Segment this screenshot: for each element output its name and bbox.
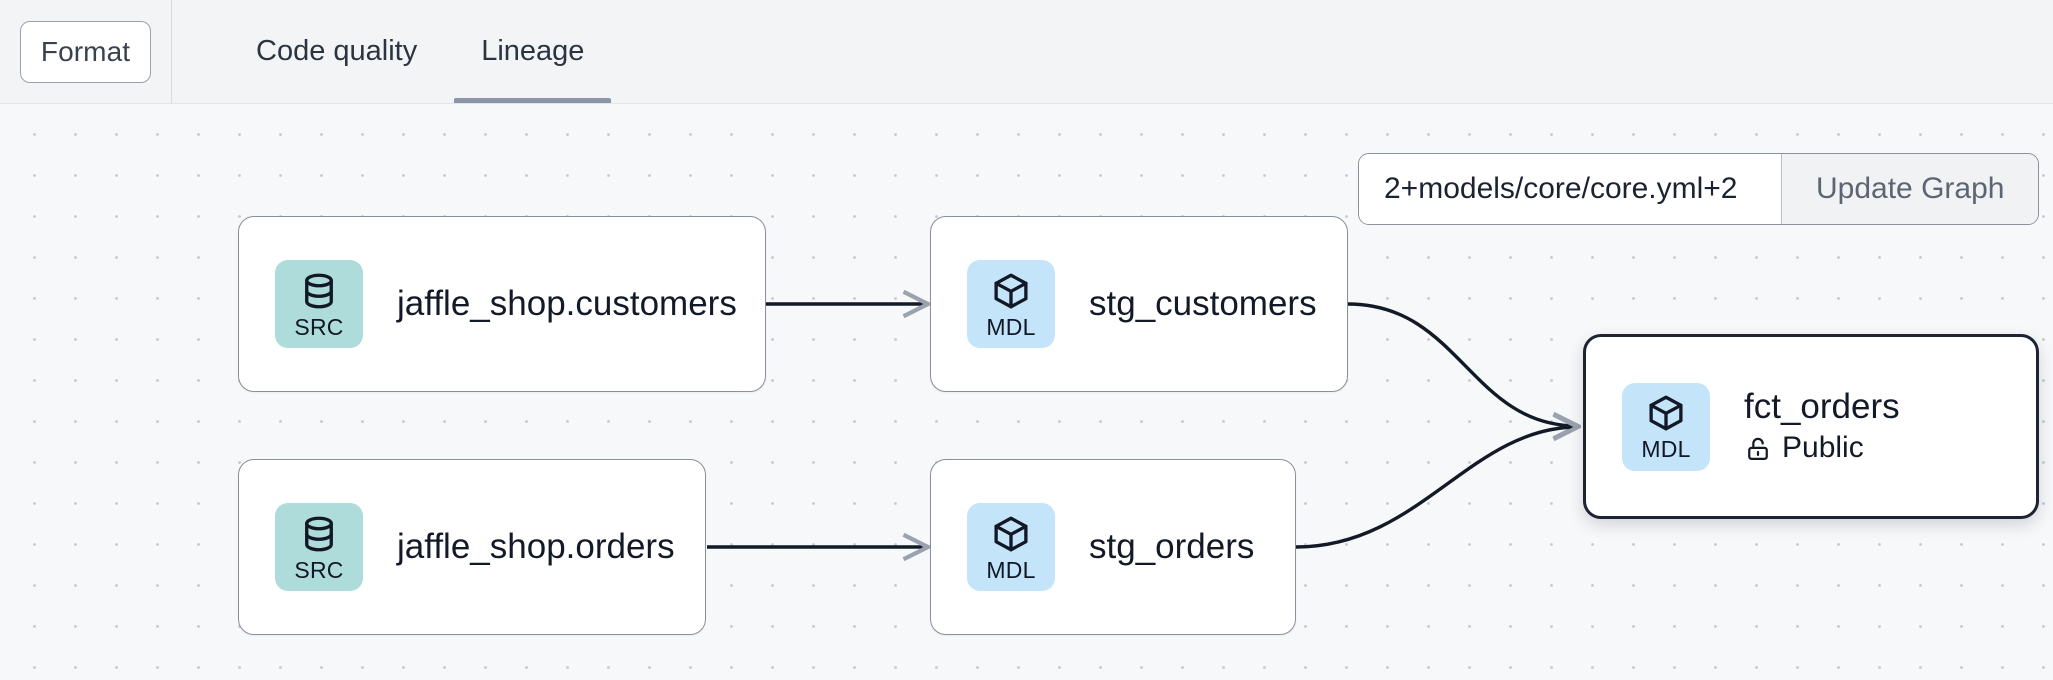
node-body: fct_orders Public <box>1744 387 1900 466</box>
node-badge-label: SRC <box>294 313 344 340</box>
node-badge-mdl: MDL <box>967 503 1055 591</box>
format-button[interactable]: Format <box>20 20 151 83</box>
graph-controls: Update Graph <box>1358 153 2053 225</box>
update-graph-button[interactable]: Update Graph <box>1781 154 2039 224</box>
node-title: jaffle_shop.customers <box>397 283 737 323</box>
lineage-canvas[interactable]: SRC jaffle_shop.customers SRC jaffle_sho… <box>0 104 2053 680</box>
database-icon <box>305 516 333 551</box>
lineage-node-fct-orders[interactable]: MDL fct_orders Public <box>1583 334 2039 519</box>
cube-icon <box>994 516 1028 551</box>
node-title: stg_customers <box>1089 283 1317 323</box>
tab-lineage[interactable]: Lineage <box>449 0 616 103</box>
lineage-node-stg-orders[interactable]: MDL stg_orders <box>930 459 1296 635</box>
node-body: stg_customers <box>1089 284 1317 324</box>
cube-icon <box>994 273 1028 308</box>
node-visibility-label: Public <box>1782 431 1864 465</box>
lineage-node-jaffle-shop-orders[interactable]: SRC jaffle_shop.orders <box>238 459 706 635</box>
graph-selector-input[interactable] <box>1359 154 1781 224</box>
node-badge-mdl: MDL <box>1622 382 1710 471</box>
node-body: jaffle_shop.customers <box>397 284 737 324</box>
editor-toolbar: Format Code quality Lineage <box>0 0 2053 104</box>
edge-stg-customers-to-fct-orders <box>1347 302 1578 426</box>
node-badge-label: MDL <box>1641 436 1691 462</box>
node-title: fct_orders <box>1744 387 1900 427</box>
node-badge-mdl: MDL <box>967 260 1055 348</box>
node-badge-label: MDL <box>986 556 1036 583</box>
node-badge-label: SRC <box>294 556 344 583</box>
graph-selector-group: Update Graph <box>1358 153 2040 225</box>
unlock-icon <box>1748 437 1768 460</box>
lineage-node-jaffle-shop-customers[interactable]: SRC jaffle_shop.customers <box>238 216 766 392</box>
node-badge-src: SRC <box>275 260 363 348</box>
node-badge-src: SRC <box>275 503 363 591</box>
tab-bar: Code quality Lineage <box>172 0 616 103</box>
lineage-node-stg-customers[interactable]: MDL stg_customers <box>930 216 1348 392</box>
node-visibility: Public <box>1744 431 1900 466</box>
tab-code-quality[interactable]: Code quality <box>256 35 418 67</box>
node-title: stg_orders <box>1089 526 1255 566</box>
node-badge-label: MDL <box>986 313 1036 340</box>
format-button-zone: Format <box>0 0 172 103</box>
edge-stg-orders-to-fct-orders <box>1295 427 1578 549</box>
database-icon <box>305 273 333 308</box>
cube-icon <box>1649 395 1683 431</box>
node-title: jaffle_shop.orders <box>397 526 675 566</box>
node-body: stg_orders <box>1089 527 1254 567</box>
node-body: jaffle_shop.orders <box>397 527 675 567</box>
